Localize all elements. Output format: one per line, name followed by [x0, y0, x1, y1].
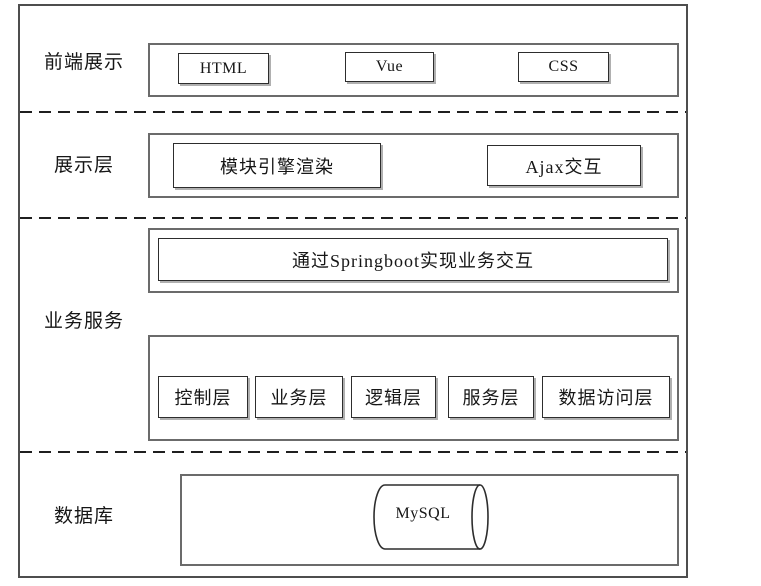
layer-label-business-service: 业务服务 [43, 311, 124, 332]
row-separator-2 [20, 217, 686, 219]
box-logic-layer: 逻辑层 [351, 376, 436, 418]
box-html: HTML [178, 53, 269, 84]
row-separator-3 [20, 451, 686, 453]
box-ajax-interaction: Ajax交互 [487, 145, 641, 186]
box-vue: Vue [345, 52, 434, 82]
layer-label-presentation: 展示层 [53, 155, 114, 176]
box-css: CSS [518, 52, 609, 82]
layer-label-frontend: 前端展示 [43, 52, 124, 73]
box-springboot-banner: 通过Springboot实现业务交互 [158, 238, 668, 281]
database-cylinder-icon [373, 484, 489, 550]
box-service-layer: 服务层 [448, 376, 534, 418]
box-control-layer: 控制层 [158, 376, 248, 418]
row-separator-1 [20, 111, 686, 113]
box-data-access-layer: 数据访问层 [542, 376, 670, 418]
database-name-label: MySQL [395, 505, 451, 522]
box-template-engine-render: 模块引擎渲染 [173, 143, 381, 188]
box-business-layer: 业务层 [255, 376, 343, 418]
layer-label-database: 数据库 [53, 506, 114, 527]
database-row-container [180, 474, 679, 566]
